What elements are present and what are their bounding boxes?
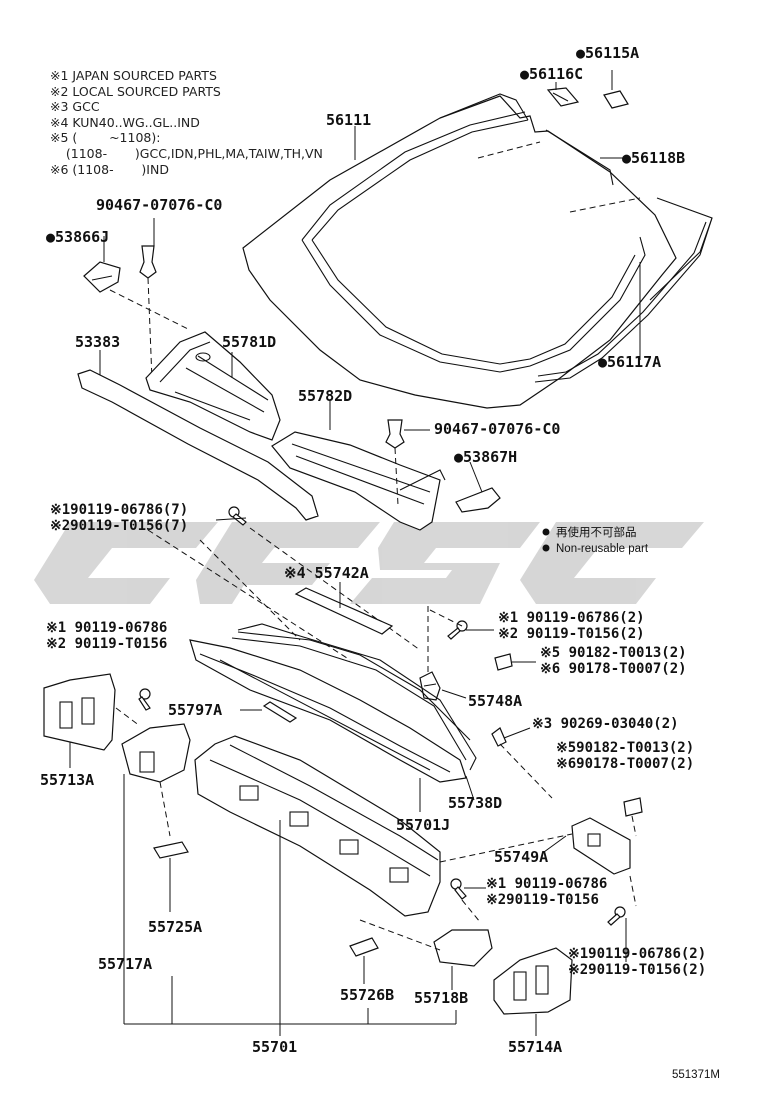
clip-53867h[interactable] [455,487,501,513]
label-bolt-7-a[interactable]: ※190119-06786(7) [50,502,188,518]
side-panel-55714a[interactable] [493,947,573,1015]
label-56111[interactable]: 56111 [326,111,371,129]
bolt-90119-7[interactable] [228,506,247,526]
bolt-90119-2-lower[interactable] [607,906,626,926]
note-line: ※3 GCC [50,99,100,115]
nut-90182-upper[interactable] [494,653,513,671]
label-53383[interactable]: 53383 [75,333,120,351]
label-55742a[interactable]: ※4 55742A [284,564,369,582]
bracket-55749a[interactable] [571,817,631,875]
bracket-55718b[interactable] [433,929,493,967]
side-panel-55713a[interactable] [43,673,116,751]
label-bolt-middle-a[interactable]: ※1 90119-06786 [486,876,607,892]
cowl-panel-55701[interactable] [194,735,441,917]
leader-lines [69,126,641,1036]
label-nut-lower-a[interactable]: ※590182-T0013(2) [556,740,694,756]
label-55718b[interactable]: 55718B [414,989,468,1007]
label-56118b[interactable]: ●56118B [622,149,685,167]
note-line: (1108- )GCC,IDN,PHL,MA,TAIW,TH,VN [50,145,323,161]
label-53866j[interactable]: ●53866J [46,228,109,246]
label-bolt-2-lower-b[interactable]: ※290119-T0156(2) [568,962,706,978]
clip-56115a[interactable] [603,90,629,109]
bolt-90119-left[interactable] [138,688,151,711]
label-bolt-7-b[interactable]: ※290119-T0156(7) [50,518,188,534]
legend-item-jp: 再使用不可部品 [556,525,637,539]
label-nut-upper-a[interactable]: ※5 90182-T0013(2) [540,645,687,661]
label-bolt-2-lower-a[interactable]: ※190119-06786(2) [568,946,706,962]
part-labels: ●56115A ●56116C 56111 ●56118B ●56117A ●5… [40,44,720,1081]
label-bolt-middle-b[interactable]: ※290119-T0156 [486,892,599,908]
seal-55797a[interactable] [262,701,298,723]
seal-55742a[interactable] [294,587,394,635]
clip-90269[interactable] [491,727,507,747]
label-56117a[interactable]: ●56117A [598,353,661,371]
bracket-55748a[interactable] [419,671,441,701]
plate-55726b[interactable] [349,937,379,957]
label-55749a[interactable]: 55749A [494,848,548,866]
nut-90182-lower[interactable] [623,797,643,817]
seal-55738d[interactable] [231,623,477,771]
seal-53383[interactable] [77,369,319,521]
label-bolt-left-a[interactable]: ※1 90119-06786 [46,620,167,636]
note-line: ※2 LOCAL SOURCED PARTS [50,83,221,99]
windshield-molding-side[interactable] [534,217,713,383]
label-bolt-left-b[interactable]: ※2 90119-T0156 [46,636,167,652]
label-55738d[interactable]: 55738D [448,794,502,812]
label-90467-upper[interactable]: 90467-07076-C0 [96,196,222,214]
label-53867h[interactable]: ●53867H [454,448,517,466]
clip-90467-lower[interactable] [385,419,405,449]
cowl-panel-55701j[interactable] [189,631,471,783]
label-55726b[interactable]: 55726B [340,986,394,1004]
legend-dot-icon [542,528,550,536]
label-90269[interactable]: ※3 90269-03040(2) [532,716,679,732]
label-55717a[interactable]: 55717A [98,955,152,973]
note-line: ※6 (1108- )IND [50,161,169,177]
bracket-55717a[interactable] [121,723,191,783]
cowl-top-55782d[interactable] [271,431,446,531]
label-55748a[interactable]: 55748A [468,692,522,710]
label-bolt-2-right-b[interactable]: ※2 90119-T0156(2) [498,626,645,642]
legend-dot-icon [542,544,550,552]
label-55701[interactable]: 55701 [252,1038,297,1056]
label-56116c[interactable]: ●56116C [520,65,583,83]
label-90467-lower[interactable]: 90467-07076-C0 [434,420,560,438]
clip-56116c[interactable] [546,87,580,107]
label-55782d[interactable]: 55782D [298,387,352,405]
label-bolt-2-right-a[interactable]: ※1 90119-06786(2) [498,610,645,626]
note-line: ※4 KUN40..WG..GL..IND [50,114,200,130]
note-line: ※1 JAPAN SOURCED PARTS [50,68,217,83]
label-nut-lower-b[interactable]: ※690178-T0007(2) [556,756,694,772]
label-nut-upper-b[interactable]: ※6 90178-T0007(2) [540,661,687,677]
note-line: ※5 ( ~1108): [50,130,161,146]
windshield-glass[interactable] [242,95,677,409]
label-55701j[interactable]: 55701J [396,816,450,834]
bolt-90119-middle[interactable] [450,878,467,900]
plate-55725a[interactable] [153,841,189,859]
label-55797a[interactable]: 55797A [168,701,222,719]
figure-number: 551371M [672,1069,720,1081]
notes-block: ※1 JAPAN SOURCED PARTS ※2 LOCAL SOURCED … [50,68,323,177]
cowl-top-55781d[interactable] [145,331,281,441]
legend: 再使用不可部品 Non-reusable part [542,525,649,555]
watermark-logo [34,522,704,604]
label-55725a[interactable]: 55725A [148,918,202,936]
label-55713a[interactable]: 55713A [40,771,94,789]
legend-item-en: Non-reusable part [556,543,649,555]
label-56115a[interactable]: ●56115A [576,44,639,62]
label-55781d[interactable]: 55781D [222,333,276,351]
clip-53866j[interactable] [83,261,121,293]
clip-90467-upper[interactable] [139,245,157,279]
label-55714a[interactable]: 55714A [508,1038,562,1056]
